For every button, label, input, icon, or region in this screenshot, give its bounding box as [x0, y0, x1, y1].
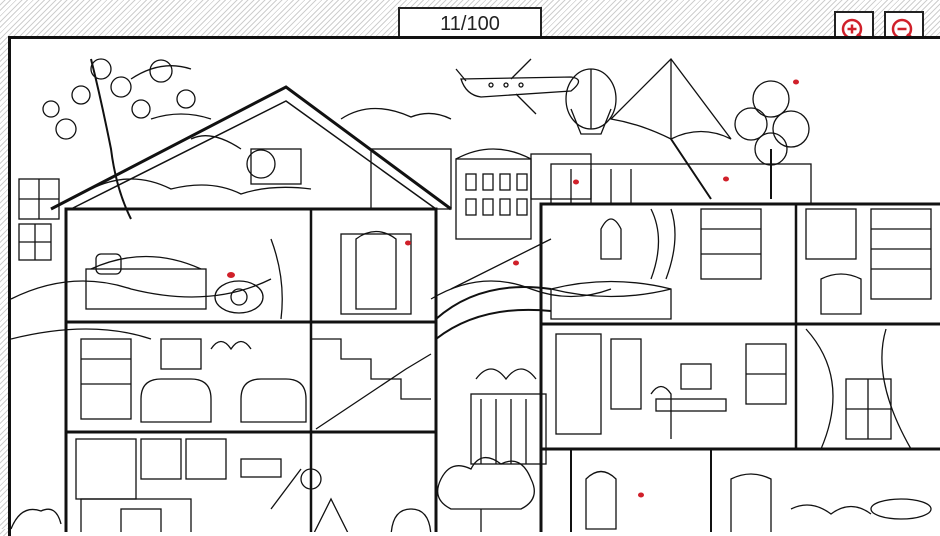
ladybug-markers[interactable] [227, 79, 799, 498]
coloring-scene[interactable] [11, 39, 940, 532]
scene-viewport[interactable] [8, 36, 940, 536]
found-counter: 11/100 [398, 7, 542, 41]
